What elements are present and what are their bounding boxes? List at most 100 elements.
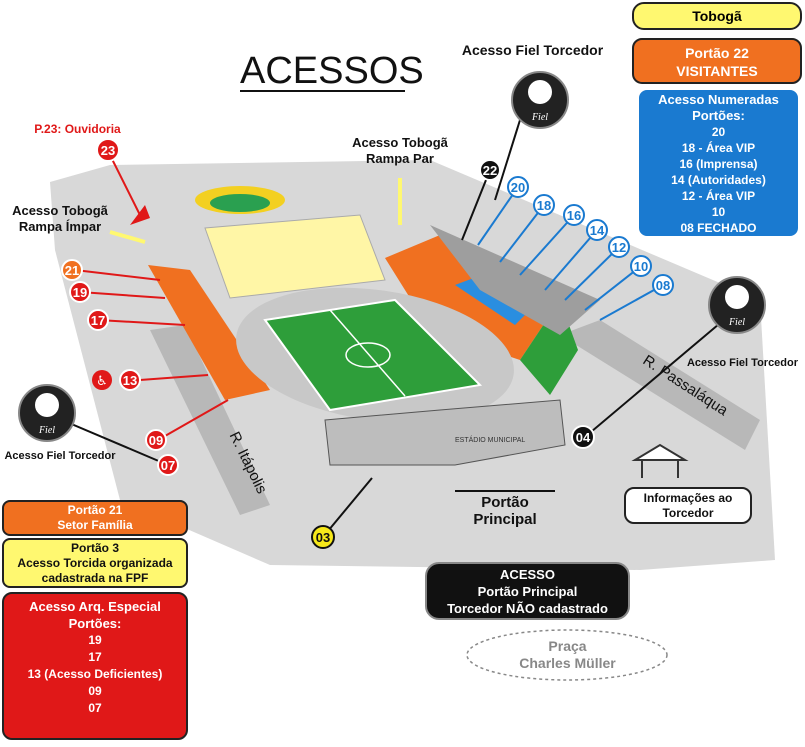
- gate-13[interactable]: 13: [119, 369, 141, 391]
- toboga-box: Tobogã: [632, 2, 802, 30]
- toboga-text: Tobogã: [692, 8, 742, 24]
- portao3-line2: Acesso Torcida organizada: [17, 556, 173, 570]
- acesso-principal-box: ACESSO Portão Principal Torcedor NÃO cad…: [425, 562, 630, 620]
- rampa-impar-line2: Rampa Ímpar: [18, 219, 102, 234]
- stand-west: [148, 265, 270, 400]
- gate04-leader: [584, 307, 739, 438]
- praca-line2: Charles Müller: [519, 655, 616, 671]
- blue-gate-leaders: [477, 186, 664, 321]
- gate-03-label: 03: [316, 530, 330, 545]
- rampa-par-line2: Rampa Par: [366, 151, 434, 166]
- fiel-logo-left-text: Fiel: [38, 425, 55, 436]
- gate-22-label: 22: [483, 163, 497, 178]
- gate-14-label: 14: [590, 223, 605, 238]
- gate-21[interactable]: 21: [61, 259, 83, 281]
- numeradas-item: 20: [711, 125, 726, 139]
- acesso-line3: Torcedor NÃO cadastrado: [447, 601, 608, 616]
- gate-18-label: 18: [537, 198, 551, 213]
- rampa-impar-line1: Acesso Tobogã: [12, 203, 108, 218]
- numeradas-item: 16 (Imprensa): [679, 157, 758, 171]
- gate03-leader: [322, 477, 373, 538]
- gate-17[interactable]: 17: [87, 309, 109, 331]
- stand-east: [385, 235, 560, 360]
- praca-outline: [466, 629, 668, 681]
- especial-box: Acesso Arq. Especial Portões: 19 17 13 (…: [2, 592, 188, 740]
- stadium-sign: ESTÁDIO MUNICIPAL: [455, 435, 525, 444]
- red-gate-leaders: [74, 269, 229, 441]
- numeradas-item: 12 - Área VIP: [681, 189, 756, 203]
- fiel-logo-top: Fiel: [511, 71, 569, 129]
- rampa-impar-label: Acesso Tobogã Rampa Ímpar: [0, 203, 120, 235]
- numeradas-item: 18 - Área VIP: [681, 141, 756, 155]
- gate-07[interactable]: 07: [157, 454, 179, 476]
- gate-03[interactable]: 03: [311, 525, 335, 549]
- fiel-right-label: Acesso Fiel Torcedor: [686, 357, 799, 369]
- especial-item: 07: [88, 701, 102, 715]
- gate-23-label: 23: [101, 143, 115, 158]
- ouvidoria-leader: [109, 154, 141, 216]
- fiel-logo-right-text: Fiel: [728, 317, 745, 328]
- portao21-line1: Portão 21: [67, 503, 123, 517]
- svg-text:♿: ♿: [96, 374, 108, 389]
- gate-16-label: 16: [567, 208, 581, 223]
- portao3-line1: Portão 3: [70, 541, 119, 555]
- informacoes-line2: Torcedor: [662, 506, 714, 520]
- gate-19[interactable]: 19: [69, 281, 91, 303]
- rampa-par-line1: Acesso Tobogã: [352, 135, 448, 150]
- portao21-box: Portão 21 Setor Família: [2, 500, 188, 536]
- gate-04[interactable]: 04: [571, 425, 595, 449]
- portao-principal-label: Portão Principal: [455, 490, 555, 528]
- gate22-leader: [461, 169, 491, 241]
- numeradas-box: Acesso Numeradas Portões: 20 18 - Área V…: [637, 88, 800, 238]
- gate-10-label: 10: [634, 259, 648, 274]
- rampa-impar-leader: [109, 230, 146, 244]
- football-pitch: [263, 298, 483, 412]
- especial-subtitle: Portões:: [68, 616, 122, 631]
- main-facade: [324, 399, 566, 466]
- portao22-box: Portão 22 VISITANTES: [632, 38, 802, 84]
- portao-principal-line1: Portão: [481, 494, 529, 511]
- gate-20[interactable]: 20: [507, 176, 529, 198]
- gate-08[interactable]: 08: [652, 274, 674, 296]
- gate-16[interactable]: 16: [563, 204, 585, 226]
- gate-10[interactable]: 10: [630, 255, 652, 277]
- kiosk-icon: [631, 443, 689, 478]
- acesso-line2: Portão Principal: [477, 584, 578, 599]
- especial-title: Acesso Arq. Especial: [29, 599, 161, 614]
- gate-17-label: 17: [91, 313, 105, 328]
- pitch-halfway: [329, 309, 406, 397]
- portao-principal-line2: Principal: [473, 511, 537, 528]
- gate-23[interactable]: 23: [96, 138, 120, 162]
- gate-20-label: 20: [511, 180, 525, 195]
- ouvidoria-label: P.23: Ouvidoria: [34, 122, 121, 136]
- gate-18[interactable]: 18: [533, 194, 555, 216]
- arena-rings-inner: [210, 194, 270, 212]
- numeradas-item: 10: [711, 205, 726, 219]
- gate-04-label: 04: [576, 430, 591, 445]
- gate-21-label: 21: [65, 263, 79, 278]
- especial-item: 13 (Acesso Deficientes): [27, 667, 163, 681]
- portao22-line2: VISITANTES: [676, 63, 758, 79]
- fiel-left-label: Acesso Fiel Torcedor: [4, 450, 116, 462]
- gate-22[interactable]: 22: [479, 159, 501, 181]
- especial-item: 09: [88, 684, 102, 698]
- numeradas-subtitle: Portões:: [692, 108, 745, 123]
- acesso-line1: ACESSO: [500, 567, 555, 582]
- gate-14[interactable]: 14: [586, 219, 608, 241]
- pitch-circle: [345, 342, 391, 368]
- numeradas-item: 14 (Autoridades): [671, 173, 766, 187]
- portao22-line1: Portão 22: [685, 45, 749, 61]
- page-title: ACESSOS: [240, 50, 424, 92]
- portao3-box: Portão 3 Acesso Torcida organizada cadas…: [2, 538, 188, 588]
- fiel-logo-top-text: Fiel: [531, 112, 548, 123]
- gate-09[interactable]: 09: [145, 429, 167, 451]
- praca-line1: Praça: [548, 638, 587, 654]
- fiel-logo-right: Fiel: [708, 276, 766, 334]
- gate-12[interactable]: 12: [608, 236, 630, 258]
- portao21-line2: Setor Família: [57, 518, 133, 532]
- gate-19-label: 19: [73, 285, 87, 300]
- informacoes-line1: Informações ao: [643, 491, 733, 505]
- portao3-line3: cadastrada na FPF: [41, 571, 149, 585]
- praca-label: Praça Charles Müller: [480, 638, 655, 672]
